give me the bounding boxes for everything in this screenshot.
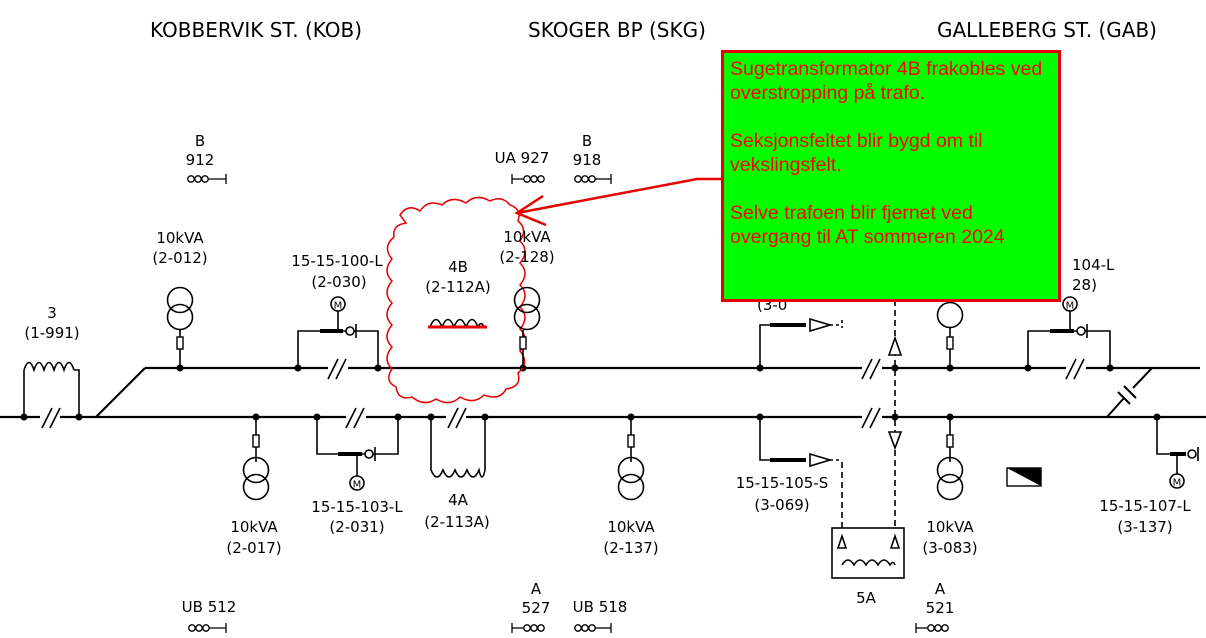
marker-ub-518: UB 518	[573, 598, 628, 633]
label-tr3-id: (1-991)	[24, 324, 79, 342]
label-tr4b-id: (2-112A)	[425, 278, 491, 296]
station-title-skoger: SKOGER BP (SKG)	[528, 18, 706, 42]
switch-15-15-103-L	[316, 417, 399, 491]
label-sw103-id: (2-031)	[329, 518, 384, 536]
transformer-4A: 4A (2-113A)	[424, 417, 490, 531]
callout-paragraph: Sugetransformator 4B frakobles ved overs…	[730, 58, 1043, 104]
label-t017: 10kVA	[230, 518, 278, 536]
transformer-4B: 4B (2-112A)	[425, 258, 491, 330]
node-dots	[20, 364, 1161, 421]
label-ub518: UB 518	[573, 598, 628, 616]
label-sw105-id: (3-069)	[754, 496, 809, 514]
transformer-upper-950	[936, 301, 964, 368]
motor-icon: M	[1173, 478, 1182, 489]
motor-icon: M	[334, 301, 343, 312]
label-a521-b: 521	[926, 599, 955, 617]
label-sw107: 15-15-107-L	[1099, 497, 1191, 515]
label-tr5a: 5A	[856, 589, 877, 607]
label-t012-id: (2-012)	[152, 249, 207, 267]
switch-104-L	[1027, 296, 1111, 368]
switch-15-15-107-L	[1156, 417, 1199, 489]
transformer-3-083: 10kVA (3-083)	[922, 417, 978, 557]
marker-a-521: A 521	[915, 580, 955, 633]
label-tr4a-id: (2-113A)	[424, 513, 490, 531]
callout-paragraph: Seksjonsfeltet blir bygd om til veksling…	[730, 130, 983, 176]
transformer-2-017: 10kVA (2-017)	[226, 417, 282, 557]
label-b912-b: 912	[186, 151, 215, 169]
label-ua927: UA 927	[495, 149, 550, 167]
marker-ua-927: UA 927	[495, 149, 550, 184]
label-t012: 10kVA	[156, 229, 204, 247]
transformer-2-128: 10kVA (2-128)	[499, 228, 555, 368]
marker-a-527: A 527	[511, 580, 551, 633]
label-a521-a: A	[935, 580, 946, 598]
label-a527-a: A	[531, 580, 542, 598]
revision-cloud	[386, 196, 526, 404]
label-t083-id: (3-083)	[922, 539, 977, 557]
callout-paragraph: Selve trafoen blir fjernet ved overgang …	[730, 202, 1005, 248]
label-a527-b: 527	[522, 599, 551, 617]
marker-b-912: B 912	[186, 132, 227, 184]
busbar-ramp	[95, 367, 146, 418]
annotation-callout: Sugetransformator 4B frakobles ved overs…	[721, 50, 1061, 302]
switch-15-15-105-S	[759, 320, 843, 528]
label-t128: 10kVA	[503, 228, 551, 246]
motor-icon: M	[1066, 301, 1075, 312]
label-b912-a: B	[195, 132, 205, 150]
station-title-galleberg: GALLEBERG ST. (GAB)	[937, 18, 1157, 42]
switch-upper-3-0	[759, 317, 840, 368]
label-sw107-id: (3-137)	[1117, 518, 1172, 536]
label-tr3: 3	[47, 304, 57, 322]
label-tr4b: 4B	[448, 258, 468, 276]
label-b918-a: B	[582, 132, 592, 150]
label-sw103: 15-15-103-L	[311, 498, 403, 516]
station-title-kobbervik: KOBBERVIK ST. (KOB)	[150, 18, 362, 42]
label-b918-b: 918	[573, 151, 602, 169]
transformer-2-012: 10kVA (2-012)	[152, 229, 208, 368]
label-t137-id: (2-137)	[603, 539, 658, 557]
transformer-5A	[831, 300, 905, 579]
transformer-3: 3 (1-991)	[23, 304, 80, 417]
marker-ub-512: UB 512	[182, 598, 237, 633]
section-breaks	[40, 358, 1086, 429]
transformer-2-137: 10kVA (2-137)	[603, 417, 659, 557]
label-t137: 10kVA	[607, 518, 655, 536]
label-t128-id: (2-128)	[499, 248, 554, 266]
callout-arrow	[514, 177, 721, 227]
switch-15-15-100-L	[297, 296, 379, 368]
label-sw104-id: 28)	[1072, 276, 1097, 294]
label-t083: 10kVA	[926, 518, 974, 536]
label-sw105: 15-15-105-S	[736, 474, 829, 492]
label-t017-id: (2-017)	[226, 539, 281, 557]
label-sw104: 104-L	[1072, 256, 1115, 274]
label-sw100: 15-15-100-L	[291, 252, 383, 270]
label-ub512: UB 512	[182, 598, 237, 616]
label-tr4a: 4A	[448, 491, 469, 509]
busbars	[0, 366, 1206, 419]
motor-icon: M	[353, 480, 362, 491]
label-sw100-id: (2-030)	[311, 273, 366, 291]
capacitor-link	[1106, 367, 1153, 418]
north-marker-icon	[1006, 467, 1042, 487]
marker-b-918: B 918	[573, 132, 612, 184]
